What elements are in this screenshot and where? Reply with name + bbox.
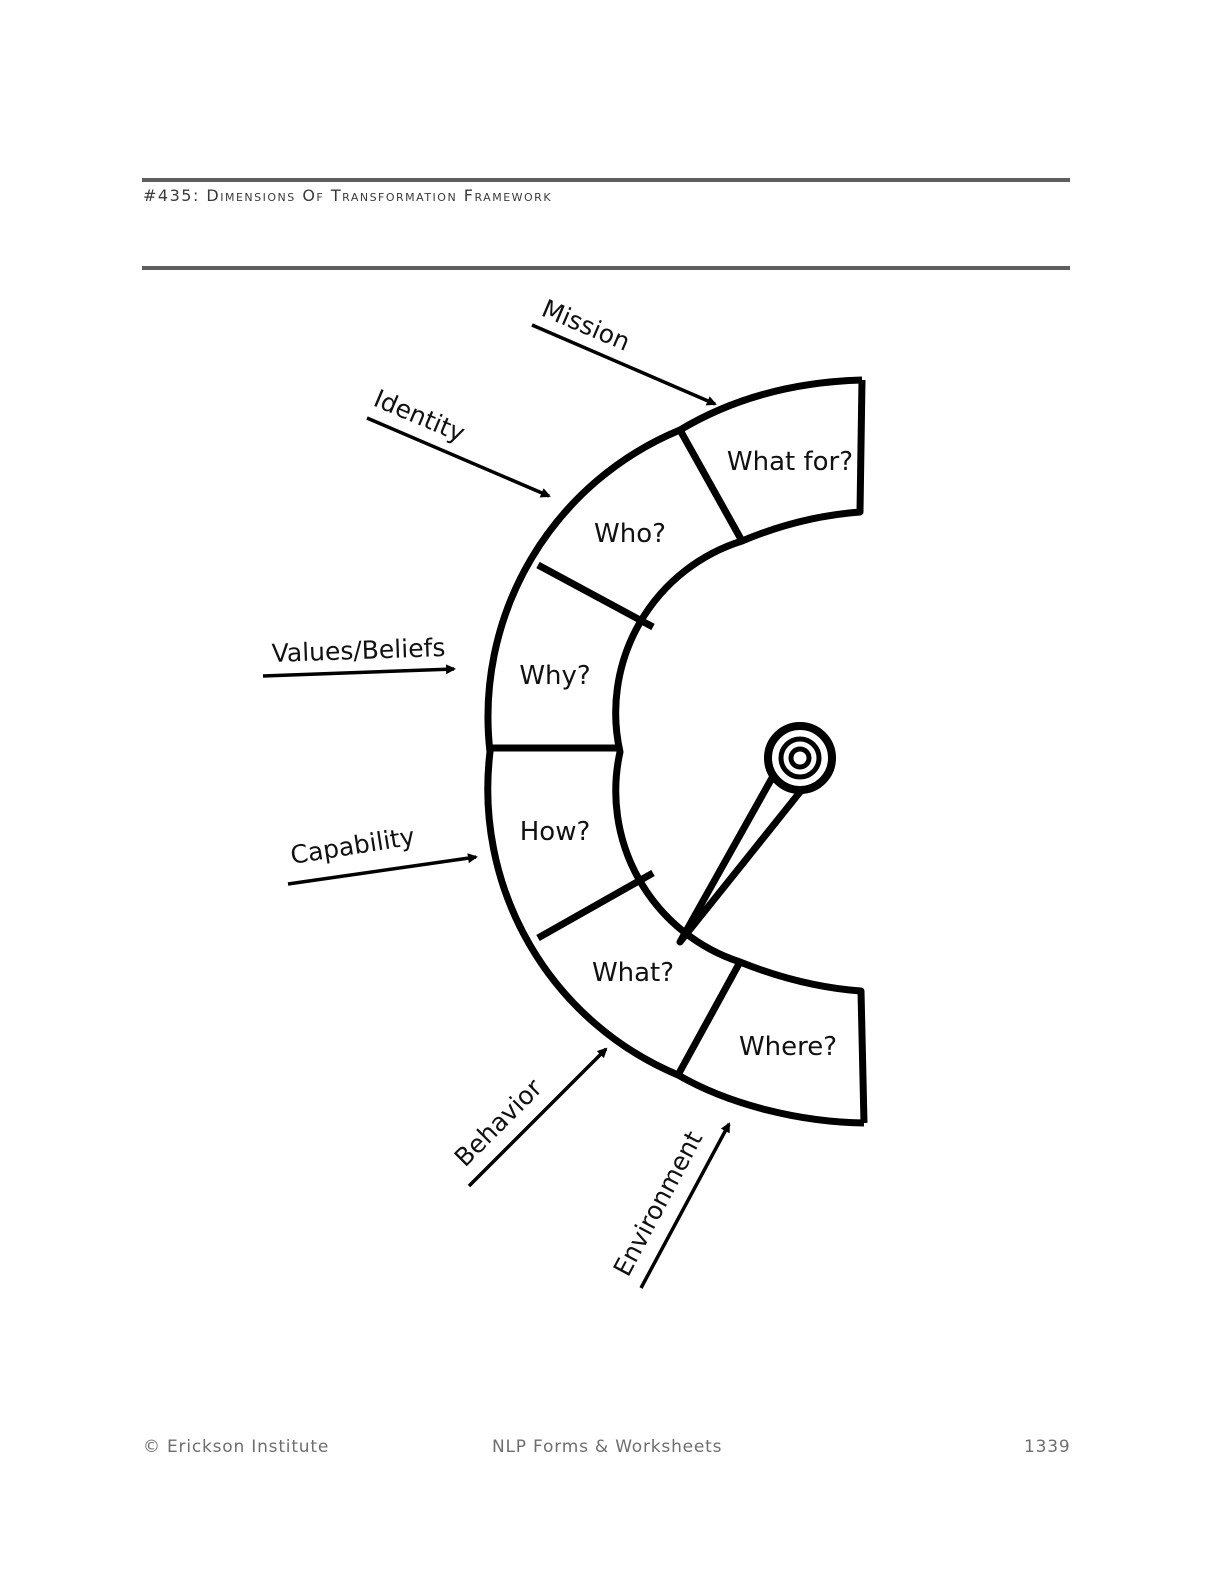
header-bottom-rule: [142, 266, 1070, 270]
segment-how: How?: [520, 817, 591, 847]
segment-where: Where?: [739, 1032, 837, 1062]
dial-ring: [484, 376, 868, 1127]
arrow-values: [262, 664, 456, 678]
arrow-environment: [639, 1122, 731, 1289]
footer-copyright: © Erickson Institute: [143, 1437, 330, 1457]
arrow-behavior: [467, 1047, 608, 1188]
page-title: #435: Dimensions Of Transformation Frame…: [143, 186, 553, 205]
arrow-mission: [531, 323, 717, 406]
header-top-rule: [142, 178, 1070, 182]
segment-what: What?: [592, 958, 674, 988]
segment-what-for: What for?: [727, 447, 853, 477]
label-identity: Identity: [370, 384, 470, 448]
label-values-beliefs: Values/Beliefs: [271, 633, 446, 668]
footer-page-number: 1339: [1024, 1437, 1071, 1457]
dial-needle-icon: [676, 722, 836, 946]
footer-book-title: NLP Forms & Worksheets: [492, 1437, 723, 1457]
segment-who: Who?: [594, 519, 666, 549]
arrow-identity: [366, 416, 551, 498]
label-capability: Capability: [288, 822, 416, 870]
arrow-capability: [287, 853, 478, 886]
segment-why: Why?: [519, 661, 590, 691]
